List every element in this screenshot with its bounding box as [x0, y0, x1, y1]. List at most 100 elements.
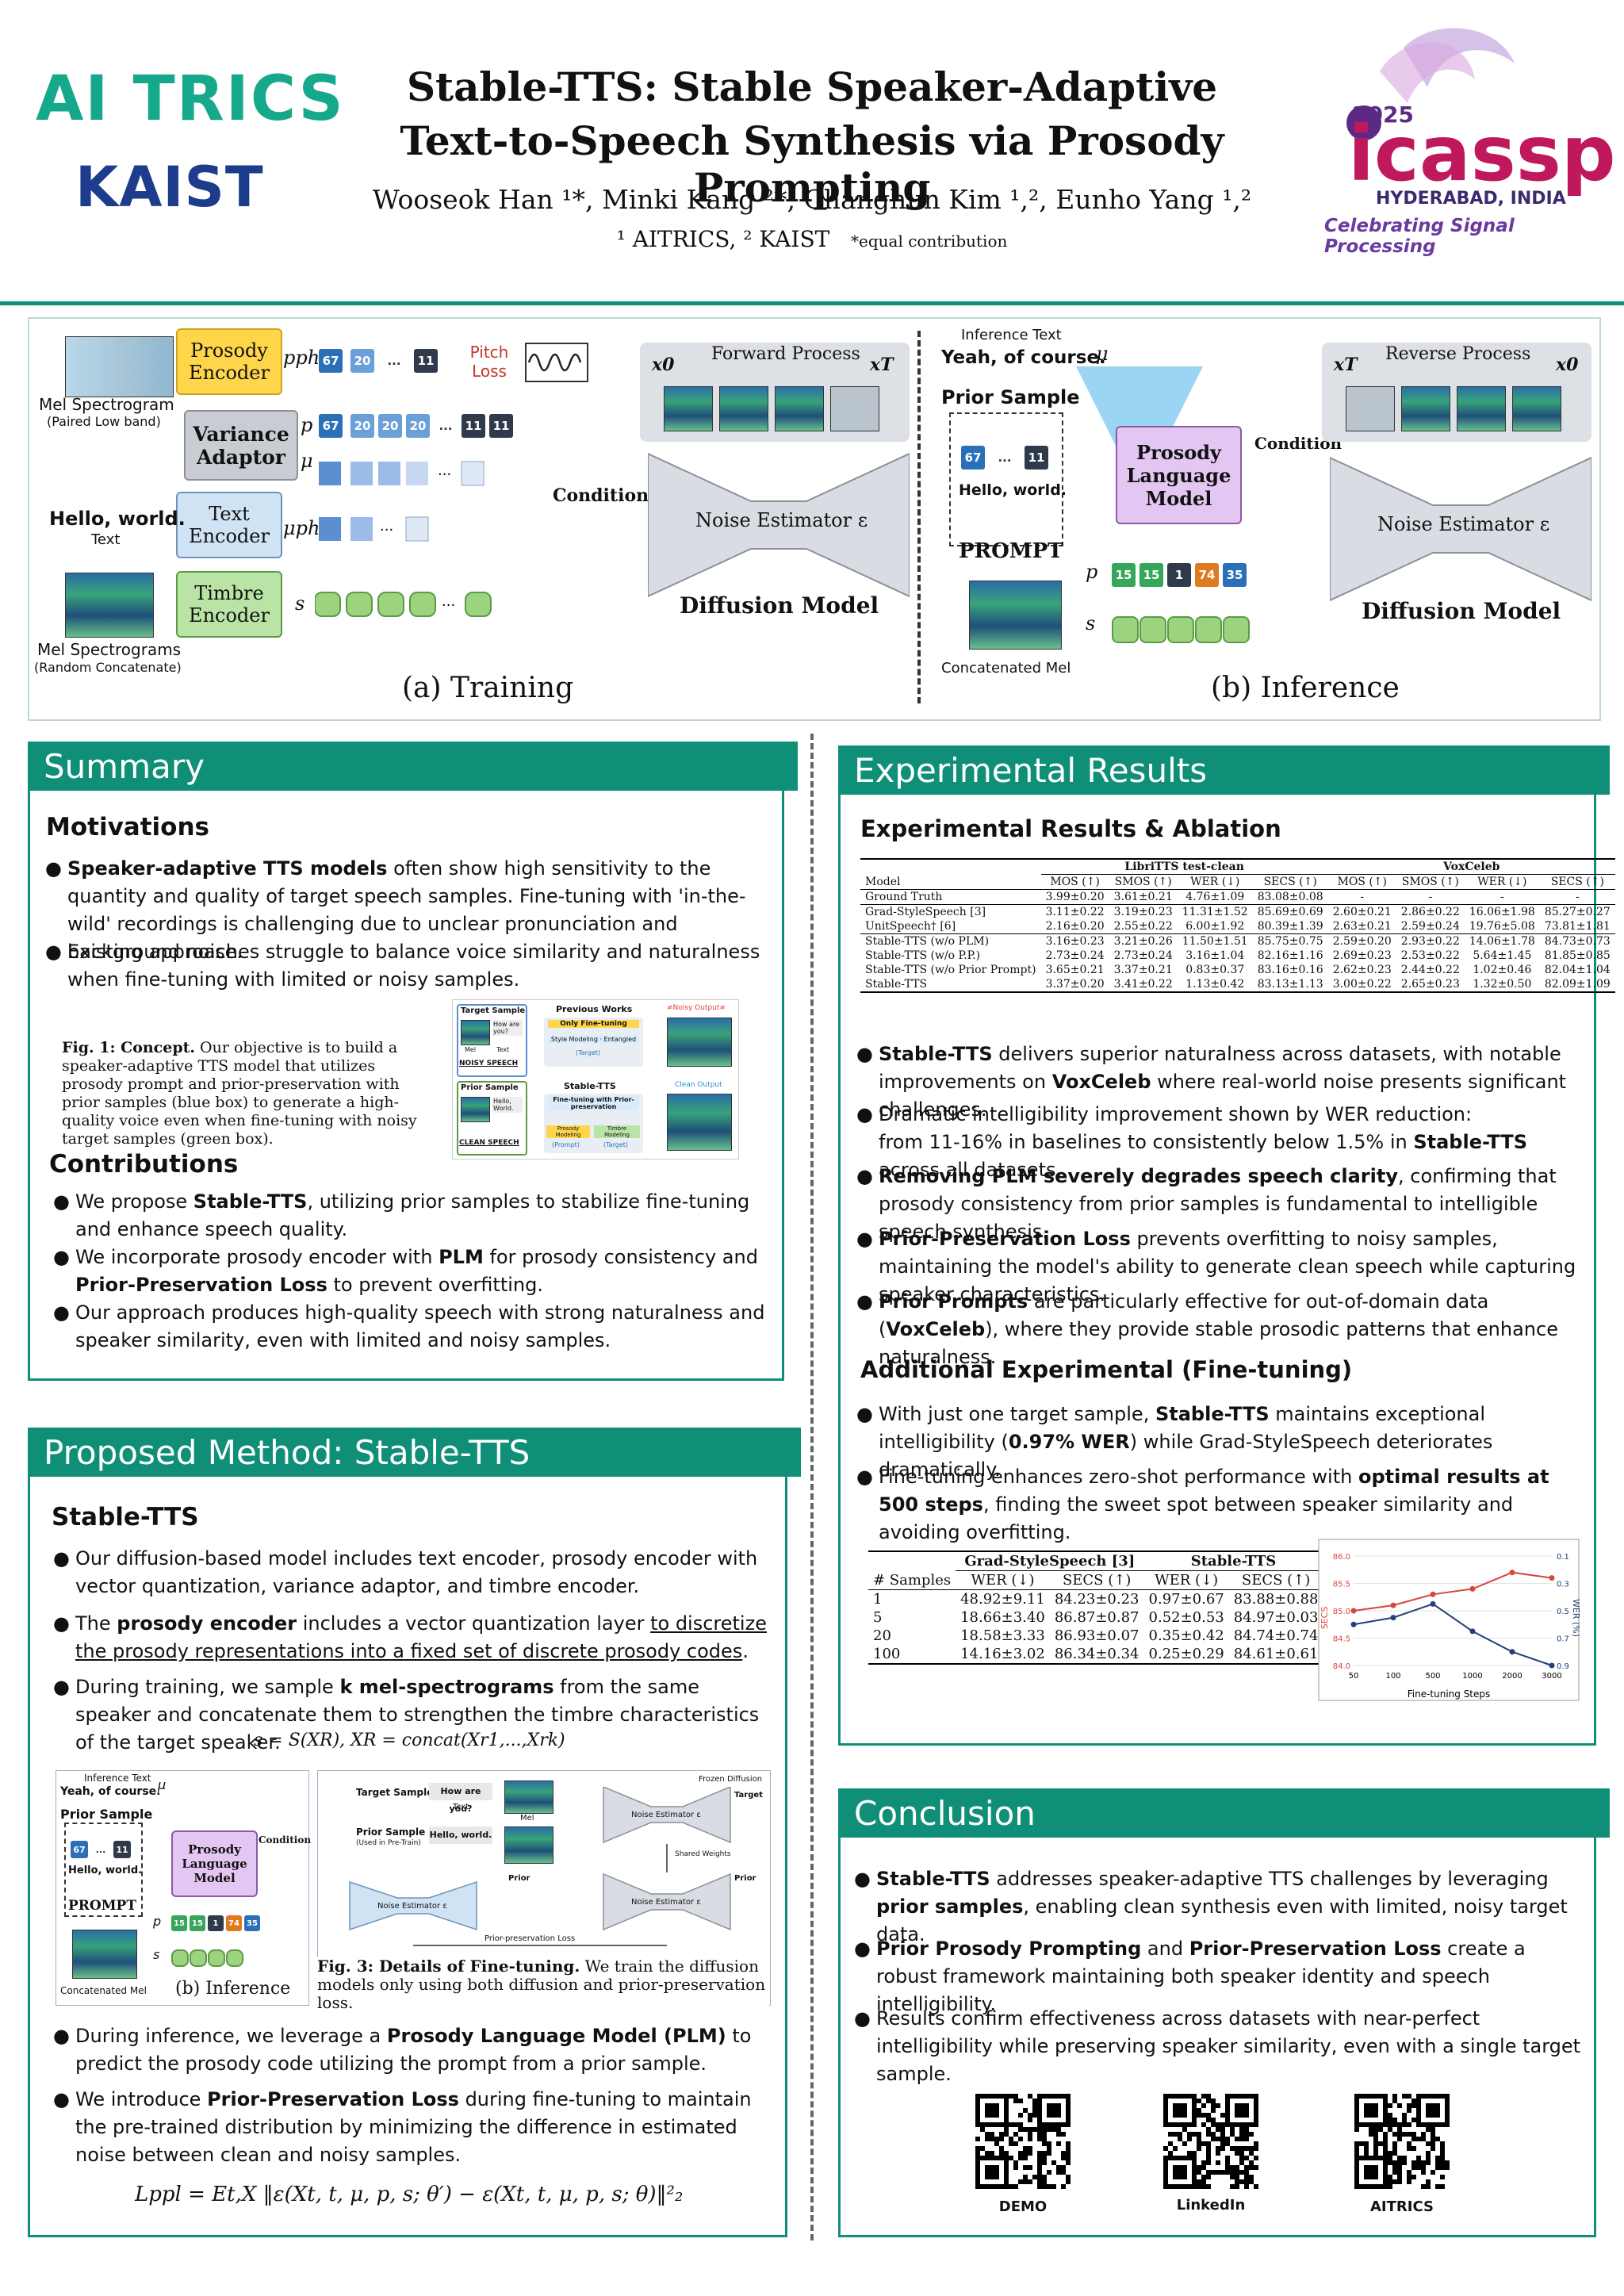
reverse-spec-2 — [1401, 386, 1450, 431]
qr-module — [1397, 2122, 1402, 2127]
qr-module — [1426, 2127, 1431, 2132]
qr-module — [1163, 2108, 1168, 2113]
qr-module — [1047, 2122, 1051, 2127]
bullet-dot: ● — [53, 1676, 70, 1698]
qr-module — [1056, 2113, 1061, 2118]
qr-module — [1369, 2122, 1373, 2127]
qr-module — [1037, 2137, 1042, 2141]
qr-module — [1431, 2127, 1435, 2132]
table-cell: 2.69±0.23 — [1332, 949, 1392, 962]
qr-module — [1426, 2122, 1431, 2127]
prior-token-3: 11 — [1025, 446, 1048, 470]
qr-module — [1004, 2160, 1009, 2165]
qr-module — [1239, 2103, 1244, 2108]
qr-module — [985, 2132, 990, 2137]
fig1-target-box — [457, 1004, 527, 1077]
prior-preservation-loss-equation: Lppl = Et,X ‖ε(Xt, t, μ, p, s; θ′) − ε(X… — [135, 2183, 684, 2206]
mel-random-sublabel: (Random Concatenate) — [34, 660, 182, 675]
qr-module — [1197, 2132, 1201, 2137]
qr-module — [1225, 2099, 1230, 2103]
qr-module — [1445, 2122, 1450, 2127]
s-label: s — [295, 592, 305, 615]
qr-module — [1435, 2156, 1440, 2160]
qr-module — [1047, 2184, 1051, 2189]
mini-concat-mel-image — [72, 1930, 137, 1979]
qr-module — [1173, 2170, 1178, 2175]
qr-module — [1023, 2151, 1028, 2156]
prior-token-ellipsis: ... — [998, 450, 1012, 465]
forward-process-label: Forward Process — [711, 344, 860, 364]
linkedin-qr-code[interactable] — [1163, 2094, 1258, 2189]
mini-concat-mel-label: Concatenated Mel — [60, 1985, 147, 1996]
diagram-divider — [917, 331, 921, 703]
fig3-how-are-you: How are you? — [429, 1783, 492, 1814]
qr-module — [1397, 2127, 1402, 2132]
qr-module — [1163, 2156, 1168, 2160]
demo-qr-code[interactable] — [975, 2094, 1071, 2189]
linkedin-qr-label: LinkedIn — [1176, 2197, 1246, 2214]
qr-module — [1163, 2175, 1168, 2179]
qr-module — [1173, 2156, 1178, 2160]
qr-module — [1364, 2165, 1369, 2170]
forward-spec-2 — [719, 386, 768, 431]
table-cell: 84.74±0.74 — [1233, 1627, 1319, 1644]
fig1-previous-works: Previous Works — [556, 1004, 633, 1014]
table-cell: 3.65±0.21 — [1045, 964, 1105, 976]
table-cell: 5.64±1.45 — [1473, 949, 1532, 962]
fig3-prior-sub: (Used in Pre-Train) — [356, 1839, 421, 1847]
qr-module — [990, 2170, 994, 2175]
qr-module — [1192, 2165, 1197, 2170]
qr-module — [1032, 2108, 1037, 2113]
qr-module — [1402, 2113, 1407, 2118]
qr-module — [1364, 2113, 1369, 2118]
training-noise-estimator-shape — [648, 452, 910, 598]
chart-x-tick: 50 — [1349, 1672, 1359, 1681]
qr-module — [1178, 2170, 1182, 2175]
aitrics-qr-code[interactable] — [1354, 2094, 1450, 2189]
fig3-target-mel — [504, 1780, 553, 1814]
qr-module — [1440, 2094, 1445, 2099]
demo-qr-code-modules — [975, 2094, 1071, 2189]
mu-ph-label: μph — [283, 517, 320, 539]
pitch-waveform-icon — [525, 343, 588, 382]
qr-module — [1187, 2122, 1192, 2127]
qr-module — [1364, 2151, 1369, 2156]
poster-title-line2: Text-to-Speech Synthesis via Prosody Pro… — [400, 117, 1224, 211]
qr-module — [1197, 2141, 1201, 2146]
qr-module — [999, 2151, 1004, 2156]
training-hello-world: Hello, world. — [49, 508, 186, 530]
qr-module — [994, 2170, 999, 2175]
qr-module — [1244, 2146, 1249, 2151]
qr-module — [1407, 2170, 1411, 2175]
qr-module — [1402, 2122, 1407, 2127]
results-heading: Experimental Results — [838, 746, 1610, 795]
qr-module — [1206, 2118, 1211, 2122]
pph-token-4: 11 — [414, 349, 438, 373]
qr-module — [1407, 2141, 1411, 2146]
qr-module — [1445, 2113, 1450, 2118]
qr-module — [1244, 2113, 1249, 2118]
qr-module — [1182, 2127, 1187, 2132]
qr-module — [1163, 2146, 1168, 2151]
table-cell: 11.50±1.51 — [1182, 935, 1248, 948]
qr-module — [1392, 2141, 1397, 2146]
architecture-diagram: Mel Spectrogram (Paired Low band) Prosod… — [28, 317, 1601, 721]
table-cell: 82.16±1.16 — [1257, 949, 1323, 962]
qr-module — [1220, 2127, 1225, 2132]
qr-module — [1187, 2132, 1192, 2137]
qr-module — [1051, 2113, 1056, 2118]
icassp-wordmark: icassp — [1348, 109, 1616, 198]
prompt-label: PROMPT — [959, 539, 1063, 563]
qr-module — [1383, 2118, 1388, 2122]
qr-module — [1182, 2103, 1187, 2108]
table-cell: 86.87±0.87 — [1054, 1609, 1139, 1626]
mini-p-token-5: 35 — [244, 1915, 260, 1931]
method-point-1: ●Our diffusion-based model includes text… — [53, 1545, 773, 1600]
conclusion-point-3: ●Results confirm effectiveness across da… — [854, 2005, 1582, 2088]
qr-module — [1416, 2118, 1421, 2122]
fig3-frozen-label: Frozen Diffusion — [699, 1775, 763, 1784]
contributions-title: Contributions — [49, 1150, 239, 1179]
table-column-header: MOS (↑) — [1050, 876, 1100, 888]
